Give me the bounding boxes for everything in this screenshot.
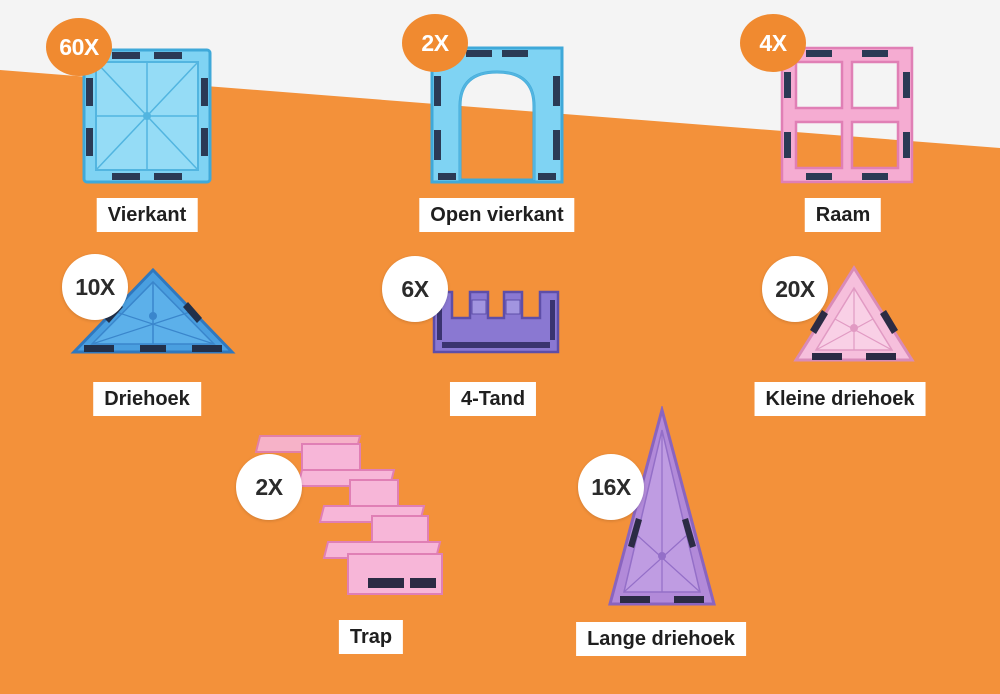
count-text: 2X [255, 473, 283, 500]
count-text: 10X [75, 273, 115, 300]
piece-label: Lange driehoek [576, 622, 746, 656]
count-text: 6X [401, 275, 429, 302]
piece-label: Raam [804, 198, 882, 232]
count-text: 16X [591, 473, 631, 500]
count-text: 20X [775, 275, 815, 302]
piece-label: Open vierkant [419, 198, 575, 232]
square-piece-image [82, 48, 212, 184]
piece-label: Trap [338, 620, 404, 654]
count-badge: 2X [236, 454, 302, 520]
small-triangle-piece-image [793, 265, 915, 362]
count-text: 60X [59, 33, 99, 60]
count-text: 2X [421, 29, 449, 56]
count-text: 4X [759, 29, 787, 56]
count-badge: 6X [382, 256, 448, 322]
open-square-piece-image [430, 46, 564, 184]
count-badge: 16X [578, 454, 644, 520]
window-piece-image [780, 46, 914, 184]
piece-label: Driehoek [93, 382, 201, 416]
count-badge: 60X [46, 18, 112, 76]
piece-label: Vierkant [96, 198, 198, 232]
piece-label: 4-Tand [449, 382, 537, 416]
four-tooth-piece-image [432, 290, 560, 354]
count-badge: 20X [762, 256, 828, 322]
count-badge: 10X [62, 254, 128, 320]
piece-label: Kleine driehoek [754, 382, 926, 416]
count-badge: 2X [402, 14, 468, 72]
count-badge: 4X [740, 14, 806, 72]
long-triangle-piece-image [608, 406, 716, 606]
stairs-piece-image [254, 435, 443, 595]
